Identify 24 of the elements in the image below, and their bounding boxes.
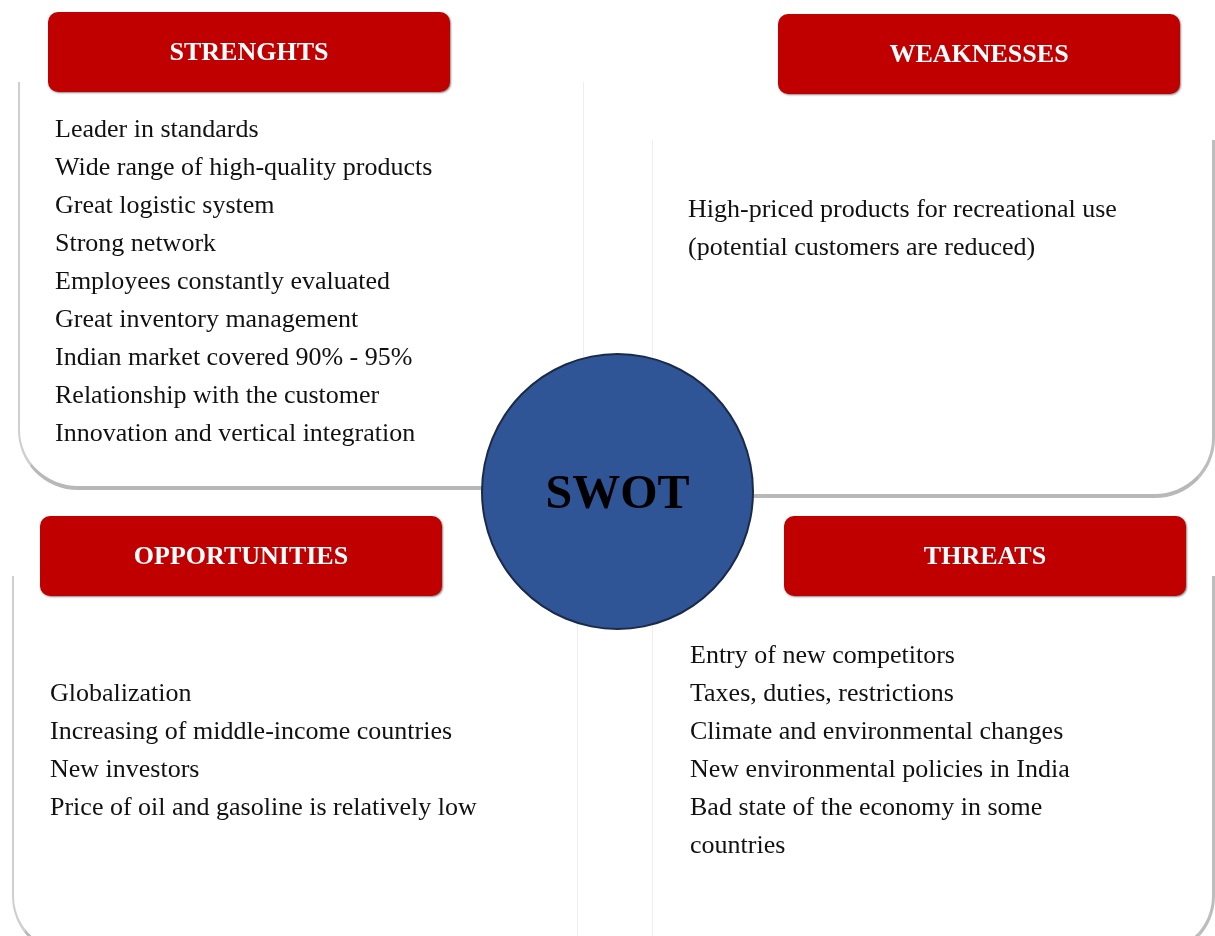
list-item: Climate and environmental changes <box>690 715 1065 747</box>
heading-tab: WEAKNESSES <box>778 14 1180 94</box>
list-item: New investors <box>50 753 201 785</box>
list-item: Taxes, duties, restrictions <box>690 677 955 709</box>
list-item: Increasing of middle-income countries <box>50 715 454 747</box>
heading-tab: OPPORTUNITIES <box>40 516 442 596</box>
list-item: Indian market covered 90% - 95% <box>55 341 414 373</box>
list-item: Great inventory management <box>55 303 360 335</box>
heading-tab: THREATS <box>784 516 1186 596</box>
list-item: New environmental policies in India <box>690 753 1071 785</box>
list-item: Great logistic system <box>55 189 276 221</box>
center-title: SWOT <box>545 464 690 519</box>
list-item: Globalization <box>50 677 193 709</box>
heading-tab: STRENGHTS <box>48 12 450 92</box>
list-item: Relationship with the customer <box>55 379 381 411</box>
list-item: Strong network <box>55 227 218 259</box>
list-item: Price of oil and gasoline is relatively low <box>50 791 478 823</box>
list-item: Bad state of the economy in some countries <box>690 791 1044 861</box>
list-item: Wide range of high-quality products <box>55 151 434 183</box>
list-item: Employees constantly evaluated <box>55 265 391 297</box>
list-item: High-priced products for recreational use (potential customers are reduced) <box>688 193 1118 263</box>
list-item: Entry of new competitors <box>690 639 956 671</box>
list-item: Innovation and vertical integration <box>55 417 417 449</box>
list-item: Leader in standards <box>55 113 260 145</box>
